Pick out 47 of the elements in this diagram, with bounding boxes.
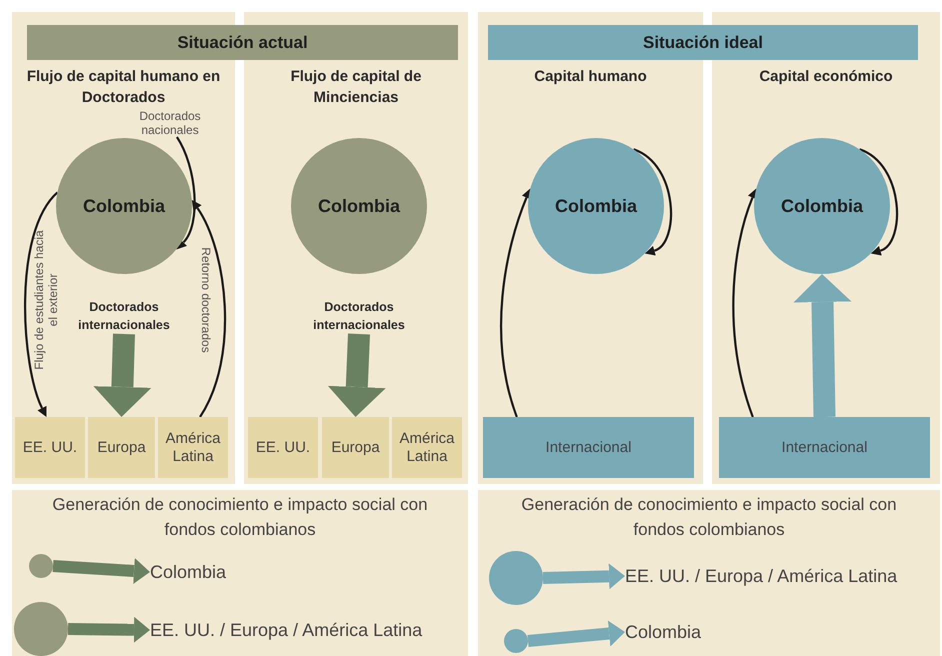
panel-card — [478, 490, 940, 656]
block-arrow — [542, 563, 625, 590]
panel-heading: Flujo de capital humano en Doctorados — [26, 67, 221, 108]
node-text: Colombia — [150, 560, 240, 584]
node-text: EE. UU. / Europa / América Latina — [150, 618, 468, 642]
edge-label: Retorno doctorados — [198, 246, 214, 355]
region-box: Europa — [322, 417, 389, 478]
region-box: EE. UU. — [15, 417, 85, 478]
curved-arrow — [732, 188, 758, 418]
circle-marker — [29, 554, 53, 578]
block-arrow — [52, 558, 150, 584]
circle-node: Colombia — [56, 138, 192, 274]
block-arrow — [794, 274, 852, 418]
circle-marker — [489, 551, 543, 605]
block-arrow — [328, 334, 386, 417]
circle-node: Colombia — [528, 138, 664, 274]
panel-heading: Capital humano — [533, 67, 648, 87]
circle-node: Colombia — [754, 138, 890, 274]
region-box: EE. UU. — [248, 417, 318, 478]
node-text: Colombia — [625, 620, 725, 644]
region-box: Internacional — [719, 417, 930, 478]
curved-arrow — [192, 200, 226, 418]
curved-arrow — [176, 136, 196, 250]
block-arrow — [68, 616, 150, 643]
header-band: Situación actual — [27, 25, 458, 60]
region-box: América Latina — [158, 417, 228, 478]
node-text: Doctorados nacionales — [124, 109, 216, 137]
block-arrow — [93, 334, 152, 417]
panel-card — [12, 490, 468, 656]
block-arrow — [527, 620, 626, 647]
region-box: América Latina — [392, 417, 462, 478]
circle-marker — [504, 629, 528, 653]
panel-heading: Flujo de capital de Minciencias — [290, 67, 422, 108]
node-text: EE. UU. / Europa / América Latina — [625, 564, 940, 588]
curved-arrow — [24, 192, 58, 418]
curved-arrow — [500, 188, 532, 418]
panel-heading: Capital económico — [758, 67, 894, 87]
circle-marker — [14, 602, 68, 656]
region-box: Internacional — [483, 417, 694, 478]
curved-arrow — [633, 148, 672, 256]
circle-node: Colombia — [291, 138, 427, 274]
region-box: Europa — [88, 417, 155, 478]
panel-heading: Generación de conocimiento e impacto social con fondos colombianos — [520, 494, 898, 541]
curved-arrow — [859, 148, 898, 256]
node-text: Doctorados internacionales — [289, 298, 429, 334]
panel-heading: Generación de conocimiento e impacto social con fondos colombianos — [51, 494, 429, 541]
header-band: Situación ideal — [488, 25, 918, 60]
